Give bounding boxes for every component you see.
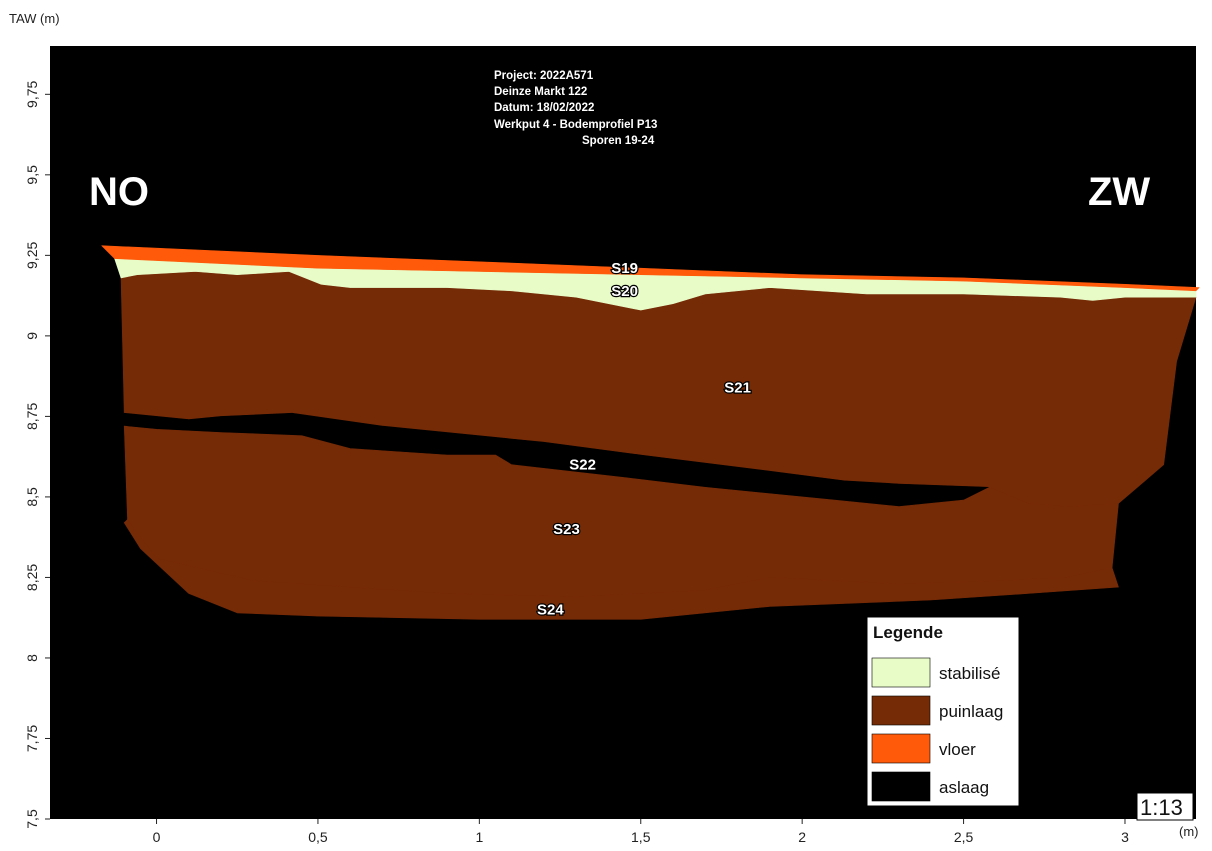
x-axis-ticks: 0 0,5 1 1,5 2 2,5 3 (153, 819, 1129, 845)
scale-indicator: 1:13 (1136, 792, 1194, 821)
legend-swatch (871, 657, 931, 688)
x-tick-label: 1,5 (631, 829, 651, 845)
legend-title: Legende (873, 623, 943, 642)
y-tick-label: 9,25 (24, 242, 40, 269)
legend-label: aslaag (939, 778, 989, 797)
y-tick-label: 8,5 (24, 487, 40, 507)
y-tick-label: 8,25 (24, 564, 40, 591)
x-tick-label: 1 (475, 829, 483, 845)
x-axis-unit: (m) (1179, 824, 1199, 839)
y-axis-unit: TAW (m) (9, 11, 60, 26)
y-tick-label: 9 (24, 332, 40, 340)
y-tick-label: 7,5 (24, 809, 40, 829)
y-tick-label: 8 (24, 654, 40, 662)
scale-label: 1:13 (1140, 795, 1183, 820)
info-location: Deinze Markt 122 (494, 86, 587, 98)
scale-box (1136, 792, 1194, 821)
info-project: Project: 2022A571 (494, 70, 594, 82)
legend-label: puinlaag (939, 702, 1003, 721)
legend: Legende stabilisé puinlaag vloer aslaag (866, 616, 1020, 807)
x-tick-label: 3 (1121, 829, 1129, 845)
y-axis-ticks: 7,5 7,75 8 8,25 8,5 8,75 9 9,25 9,5 9,75 (24, 80, 50, 829)
legend-label: stabilisé (939, 664, 1000, 683)
label-s22: S22 (569, 457, 596, 474)
x-tick-label: 2,5 (954, 829, 974, 845)
label-s19: S19 (611, 260, 638, 277)
y-tick-label: 7,75 (24, 725, 40, 752)
label-s24: S24 (537, 602, 564, 619)
legend-swatch (871, 695, 931, 726)
legend-swatch (871, 733, 931, 764)
layer-s19 (101, 245, 1200, 292)
y-tick-label: 9,5 (24, 165, 40, 185)
orientation-right: ZW (1088, 170, 1150, 214)
label-s20: S20 (611, 283, 638, 300)
legend-label: vloer (939, 740, 976, 759)
x-tick-label: 0 (153, 829, 161, 845)
x-tick-label: 0,5 (308, 829, 328, 845)
info-block: Project: 2022A571 Deinze Markt 122 Datum… (494, 70, 657, 147)
label-s21: S21 (724, 379, 751, 396)
orientation-left: NO (89, 170, 149, 214)
info-section: Werkput 4 - Bodemprofiel P13 (494, 119, 657, 131)
y-tick-label: 8,75 (24, 403, 40, 430)
info-date: Datum: 18/02/2022 (494, 102, 594, 114)
label-s23: S23 (553, 521, 580, 538)
layer-s24 (123, 519, 1119, 620)
layer-shapes (101, 245, 1200, 620)
x-tick-label: 2 (798, 829, 806, 845)
info-features: Sporen 19-24 (582, 135, 655, 147)
legend-swatch (871, 771, 931, 802)
y-tick-label: 9,75 (24, 80, 40, 107)
